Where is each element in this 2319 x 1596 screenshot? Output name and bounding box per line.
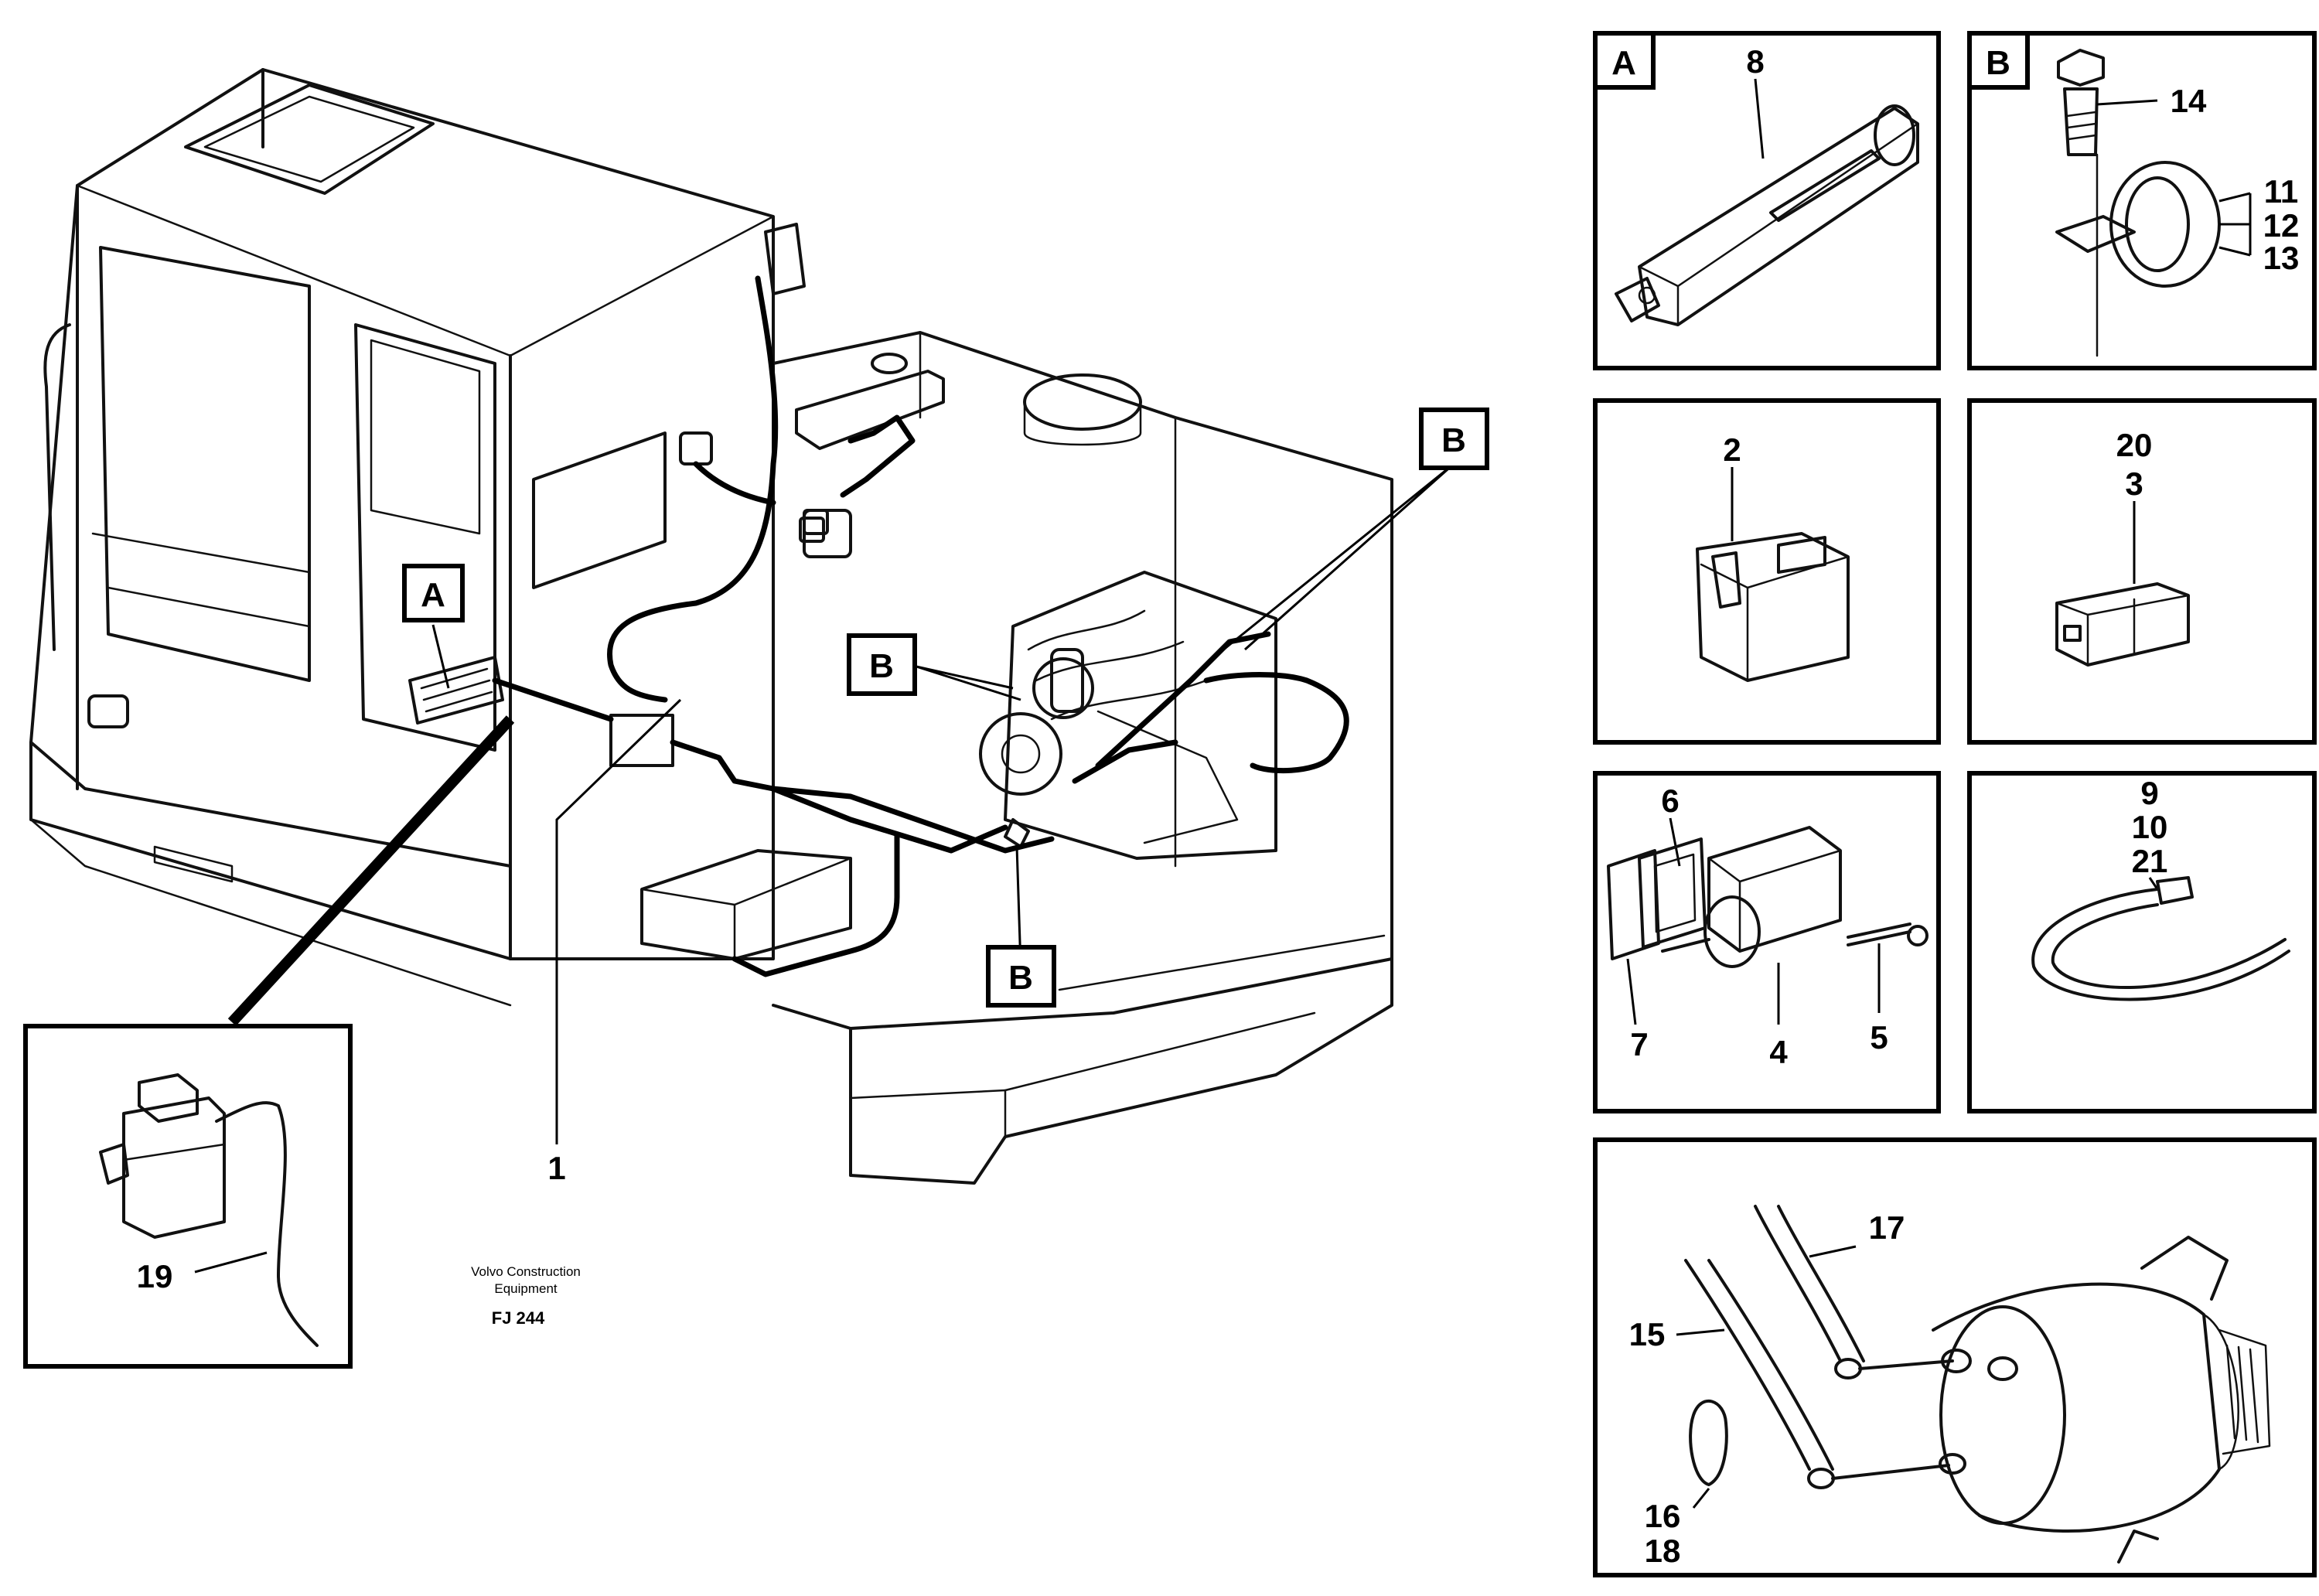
detail-a-letter: A <box>1611 44 1636 82</box>
detail-alternator-panel: 17 15 16 18 <box>1593 1137 2317 1577</box>
detail-relay-panel: 2 <box>1593 398 1941 745</box>
part-number-harness: 1 <box>547 1150 565 1186</box>
detail-alternator-item-18: 18 <box>1645 1533 1681 1569</box>
detail-b-item-14: 14 <box>2171 83 2207 119</box>
callout-b-engine-left-box <box>847 633 917 696</box>
detail-connector-panel: 20 3 <box>1967 398 2317 745</box>
wiring-harness <box>492 275 1349 977</box>
detail-alternator-item-16: 16 <box>1645 1498 1681 1534</box>
callout-b-engine-right-box <box>1419 408 1489 470</box>
detail-tie-item-10: 10 <box>2132 809 2168 845</box>
detail-a-panel: A 8 <box>1593 31 1941 370</box>
detail-connector-item-3: 3 <box>2125 466 2143 502</box>
engine-housing <box>408 223 1393 1185</box>
callout-a-box <box>402 564 465 622</box>
part-number-reservoir: 19 <box>137 1258 173 1294</box>
detail-tie-panel: 9 10 21 <box>1967 771 2317 1113</box>
detail-tie-item-9: 9 <box>2140 775 2158 811</box>
caption-line-1: Volvo Construction <box>471 1264 581 1279</box>
detail-switch-item-5: 5 <box>1870 1019 1888 1055</box>
detail-b-panel: B 14 11 12 13 <box>1967 31 2317 370</box>
detail-switch-item-6: 6 <box>1661 783 1679 819</box>
figure-code: FJ 244 <box>492 1308 545 1328</box>
detail-b-item-12: 12 <box>2263 207 2300 244</box>
cab <box>29 68 775 1007</box>
detail-b-item-11: 11 <box>2264 173 2298 210</box>
detail-a-item-8: 8 <box>1746 43 1764 80</box>
callout-b-engine-left-label: B <box>869 647 894 685</box>
detail-b-letter: B <box>1986 44 2010 82</box>
detail-tie-item-21: 21 <box>2132 843 2168 879</box>
caption-line-2: Equipment <box>494 1281 558 1296</box>
detail-switch-item-4: 4 <box>1769 1034 1788 1070</box>
callout-b-lower-box <box>986 945 1056 1008</box>
detail-alternator-item-17: 17 <box>1869 1209 1905 1246</box>
caption-block: Volvo Construction Equipment FJ 244 <box>471 1264 581 1328</box>
reservoir-detail: 19 <box>23 1024 353 1369</box>
detail-switch-panel: 6 7 4 5 <box>1593 771 1941 1113</box>
callout-b-lower-label: B <box>1008 959 1033 997</box>
callout-a-label: A <box>421 576 445 614</box>
detail-connector-item-20: 20 <box>2116 427 2153 463</box>
detail-alternator-item-15: 15 <box>1629 1316 1666 1352</box>
detail-relay-item-2: 2 <box>1723 431 1741 468</box>
detail-b-item-13: 13 <box>2263 240 2300 276</box>
detail-switch-item-7: 7 <box>1630 1026 1648 1062</box>
callout-b-engine-right-label: B <box>1441 421 1466 459</box>
machine-overview: A B B B 1 <box>29 68 1489 1186</box>
